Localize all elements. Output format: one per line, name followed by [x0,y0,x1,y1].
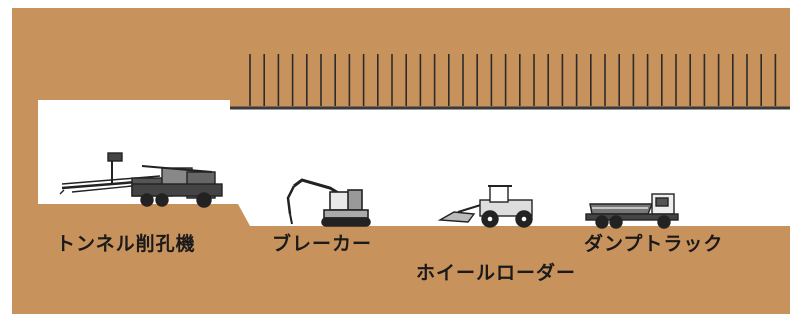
rock-bolts [249,54,777,106]
label-dump-truck: ダンプトラック [584,233,724,255]
dump-truck-icon [585,193,679,229]
label-breaker: ブレーカー [272,233,373,255]
tunnel-cavity [38,100,790,226]
tunnel-construction-diagram [12,8,790,314]
label-drill-jumbo: トンネル削孔機 [56,233,196,255]
wheel-loader-icon [437,185,533,228]
label-wheel-loader: ホイールローダー [416,262,577,284]
excavator-breaker-icon [286,178,371,227]
drill-jumbo-icon [59,152,223,208]
